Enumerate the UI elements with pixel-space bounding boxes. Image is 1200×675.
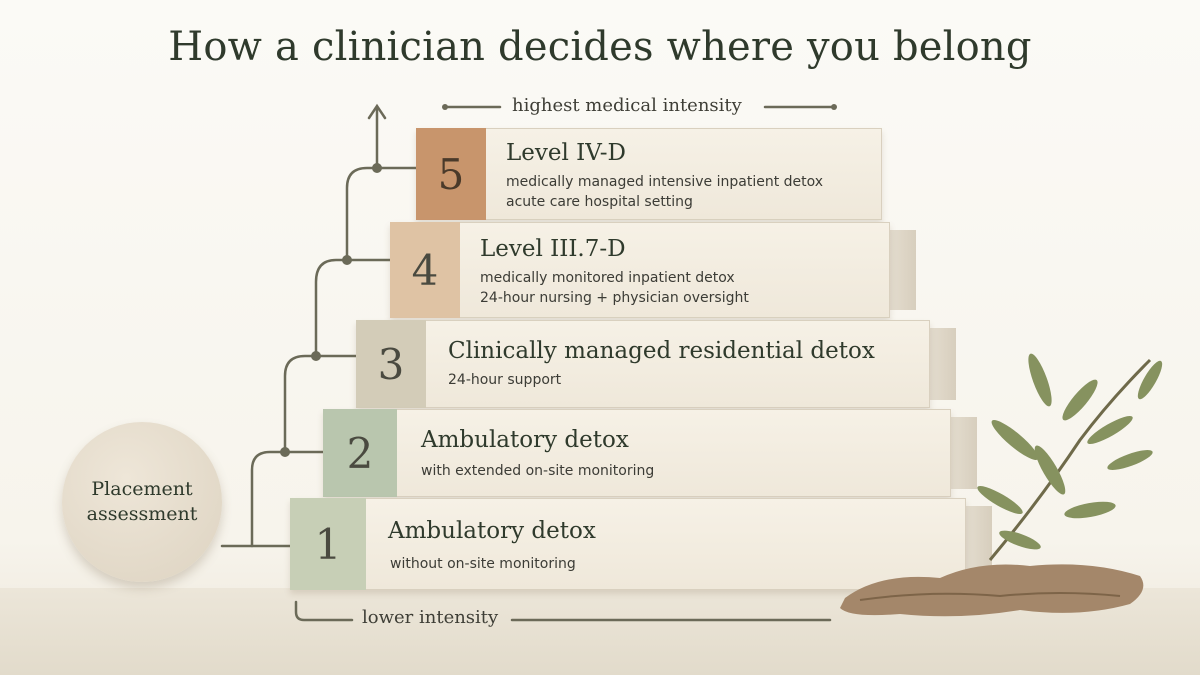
page-title: How a clinician decides where you belong — [168, 24, 1032, 70]
level-5-detail-2: acute care hospital setting — [506, 194, 693, 210]
level-3-heading: Clinically managed residential detox — [448, 338, 875, 364]
level-1-number: 1 — [290, 498, 366, 590]
level-1-step: 1 Ambulatory detox without on-site monit… — [290, 498, 992, 590]
level-3-step: 3 Clinically managed residential detox 2… — [356, 320, 956, 408]
level-4-detail-1: medically monitored inpatient detox — [480, 270, 735, 286]
level-3-detail-1: 24-hour support — [448, 372, 562, 388]
level-5-number: 5 — [416, 128, 486, 220]
placement-assessment-label: Placement assessment — [86, 478, 198, 525]
level-1-heading: Ambulatory detox — [388, 518, 596, 544]
level-2-detail-1: with extended on-site monitoring — [421, 463, 655, 479]
level-4-detail-2: 24-hour nursing + physician oversight — [480, 290, 749, 306]
level-4-number: 4 — [390, 222, 460, 318]
level-5-step: 5 Level IV-D medically managed intensive… — [416, 128, 882, 220]
level-5-heading: Level IV-D — [506, 140, 626, 166]
top-intensity-label: highest medical intensity — [512, 95, 742, 116]
level-1-detail-1: without on-site monitoring — [390, 556, 576, 572]
level-5-detail-1: medically managed intensive inpatient de… — [506, 174, 824, 190]
level-2-number: 2 — [323, 409, 397, 497]
bottom-intensity-label: lower intensity — [362, 607, 499, 628]
level-2-step: 2 Ambulatory detox with extended on-site… — [323, 409, 977, 497]
level-4-heading: Level III.7-D — [480, 236, 626, 262]
level-4-step: 4 Level III.7-D medically monitored inpa… — [390, 222, 916, 318]
level-2-heading: Ambulatory detox — [421, 427, 629, 453]
level-3-number: 3 — [356, 320, 426, 408]
placement-assessment-stone: Placement assessment — [62, 422, 222, 582]
